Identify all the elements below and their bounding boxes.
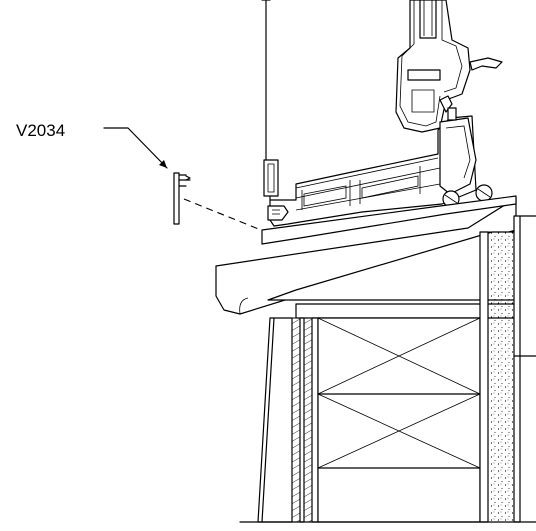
frame-profile [263, 107, 477, 227]
part-label-v2034: V2034 [16, 121, 65, 140]
gasket-seals [442, 184, 493, 208]
insertion-line [183, 198, 267, 233]
wall-section [239, 215, 536, 523]
clip-profile [173, 172, 191, 225]
leader-arrow [103, 127, 168, 169]
